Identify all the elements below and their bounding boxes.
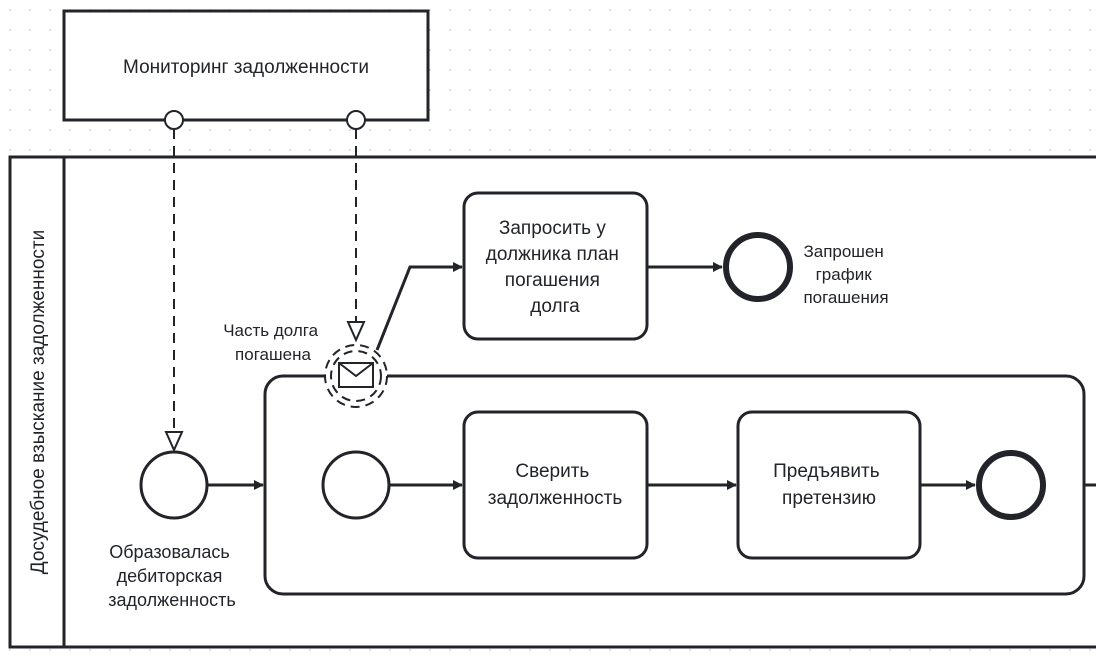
- start-event[interactable]: [139, 450, 209, 520]
- svg-text:Сверить задолженность: Сверить задолженность: [488, 461, 623, 509]
- svg-text:Предъявить претензию: Предъявить претензию: [773, 461, 885, 509]
- end-event-request[interactable]: [723, 232, 793, 302]
- collapsed-pool[interactable]: Мониторинг задолженности: [62, 9, 430, 122]
- task-request-plan[interactable]: Запросить у должника план погашения долг…: [462, 191, 649, 341]
- envelope-icon: [338, 362, 374, 388]
- boundary-message-event[interactable]: [324, 344, 388, 408]
- svg-text:Запросить у должника пла: Запросить у должника план погашения долг…: [486, 218, 624, 317]
- collapsed-pool-label: Мониторинг задолженности: [123, 57, 369, 78]
- boundary-event-label: Часть долга погашена: [223, 321, 323, 364]
- message-flow-1[interactable]: [164, 110, 184, 453]
- message-flow-2[interactable]: [346, 110, 366, 343]
- sequence-flow[interactable]: [375, 262, 463, 351]
- subprocess-end-event[interactable]: [976, 450, 1046, 520]
- end-event-request-label: Запрошен график погашения: [803, 242, 888, 307]
- subprocess-start-event[interactable]: [321, 450, 391, 520]
- start-event-label: Образовалась дебиторская задолженность: [108, 542, 235, 610]
- task-present-claim[interactable]: Предъявить претензию: [736, 410, 922, 560]
- pool-label: Досудебное взыскание задолженности: [28, 230, 49, 575]
- task-verify-debt[interactable]: Сверить задолженность: [462, 410, 649, 560]
